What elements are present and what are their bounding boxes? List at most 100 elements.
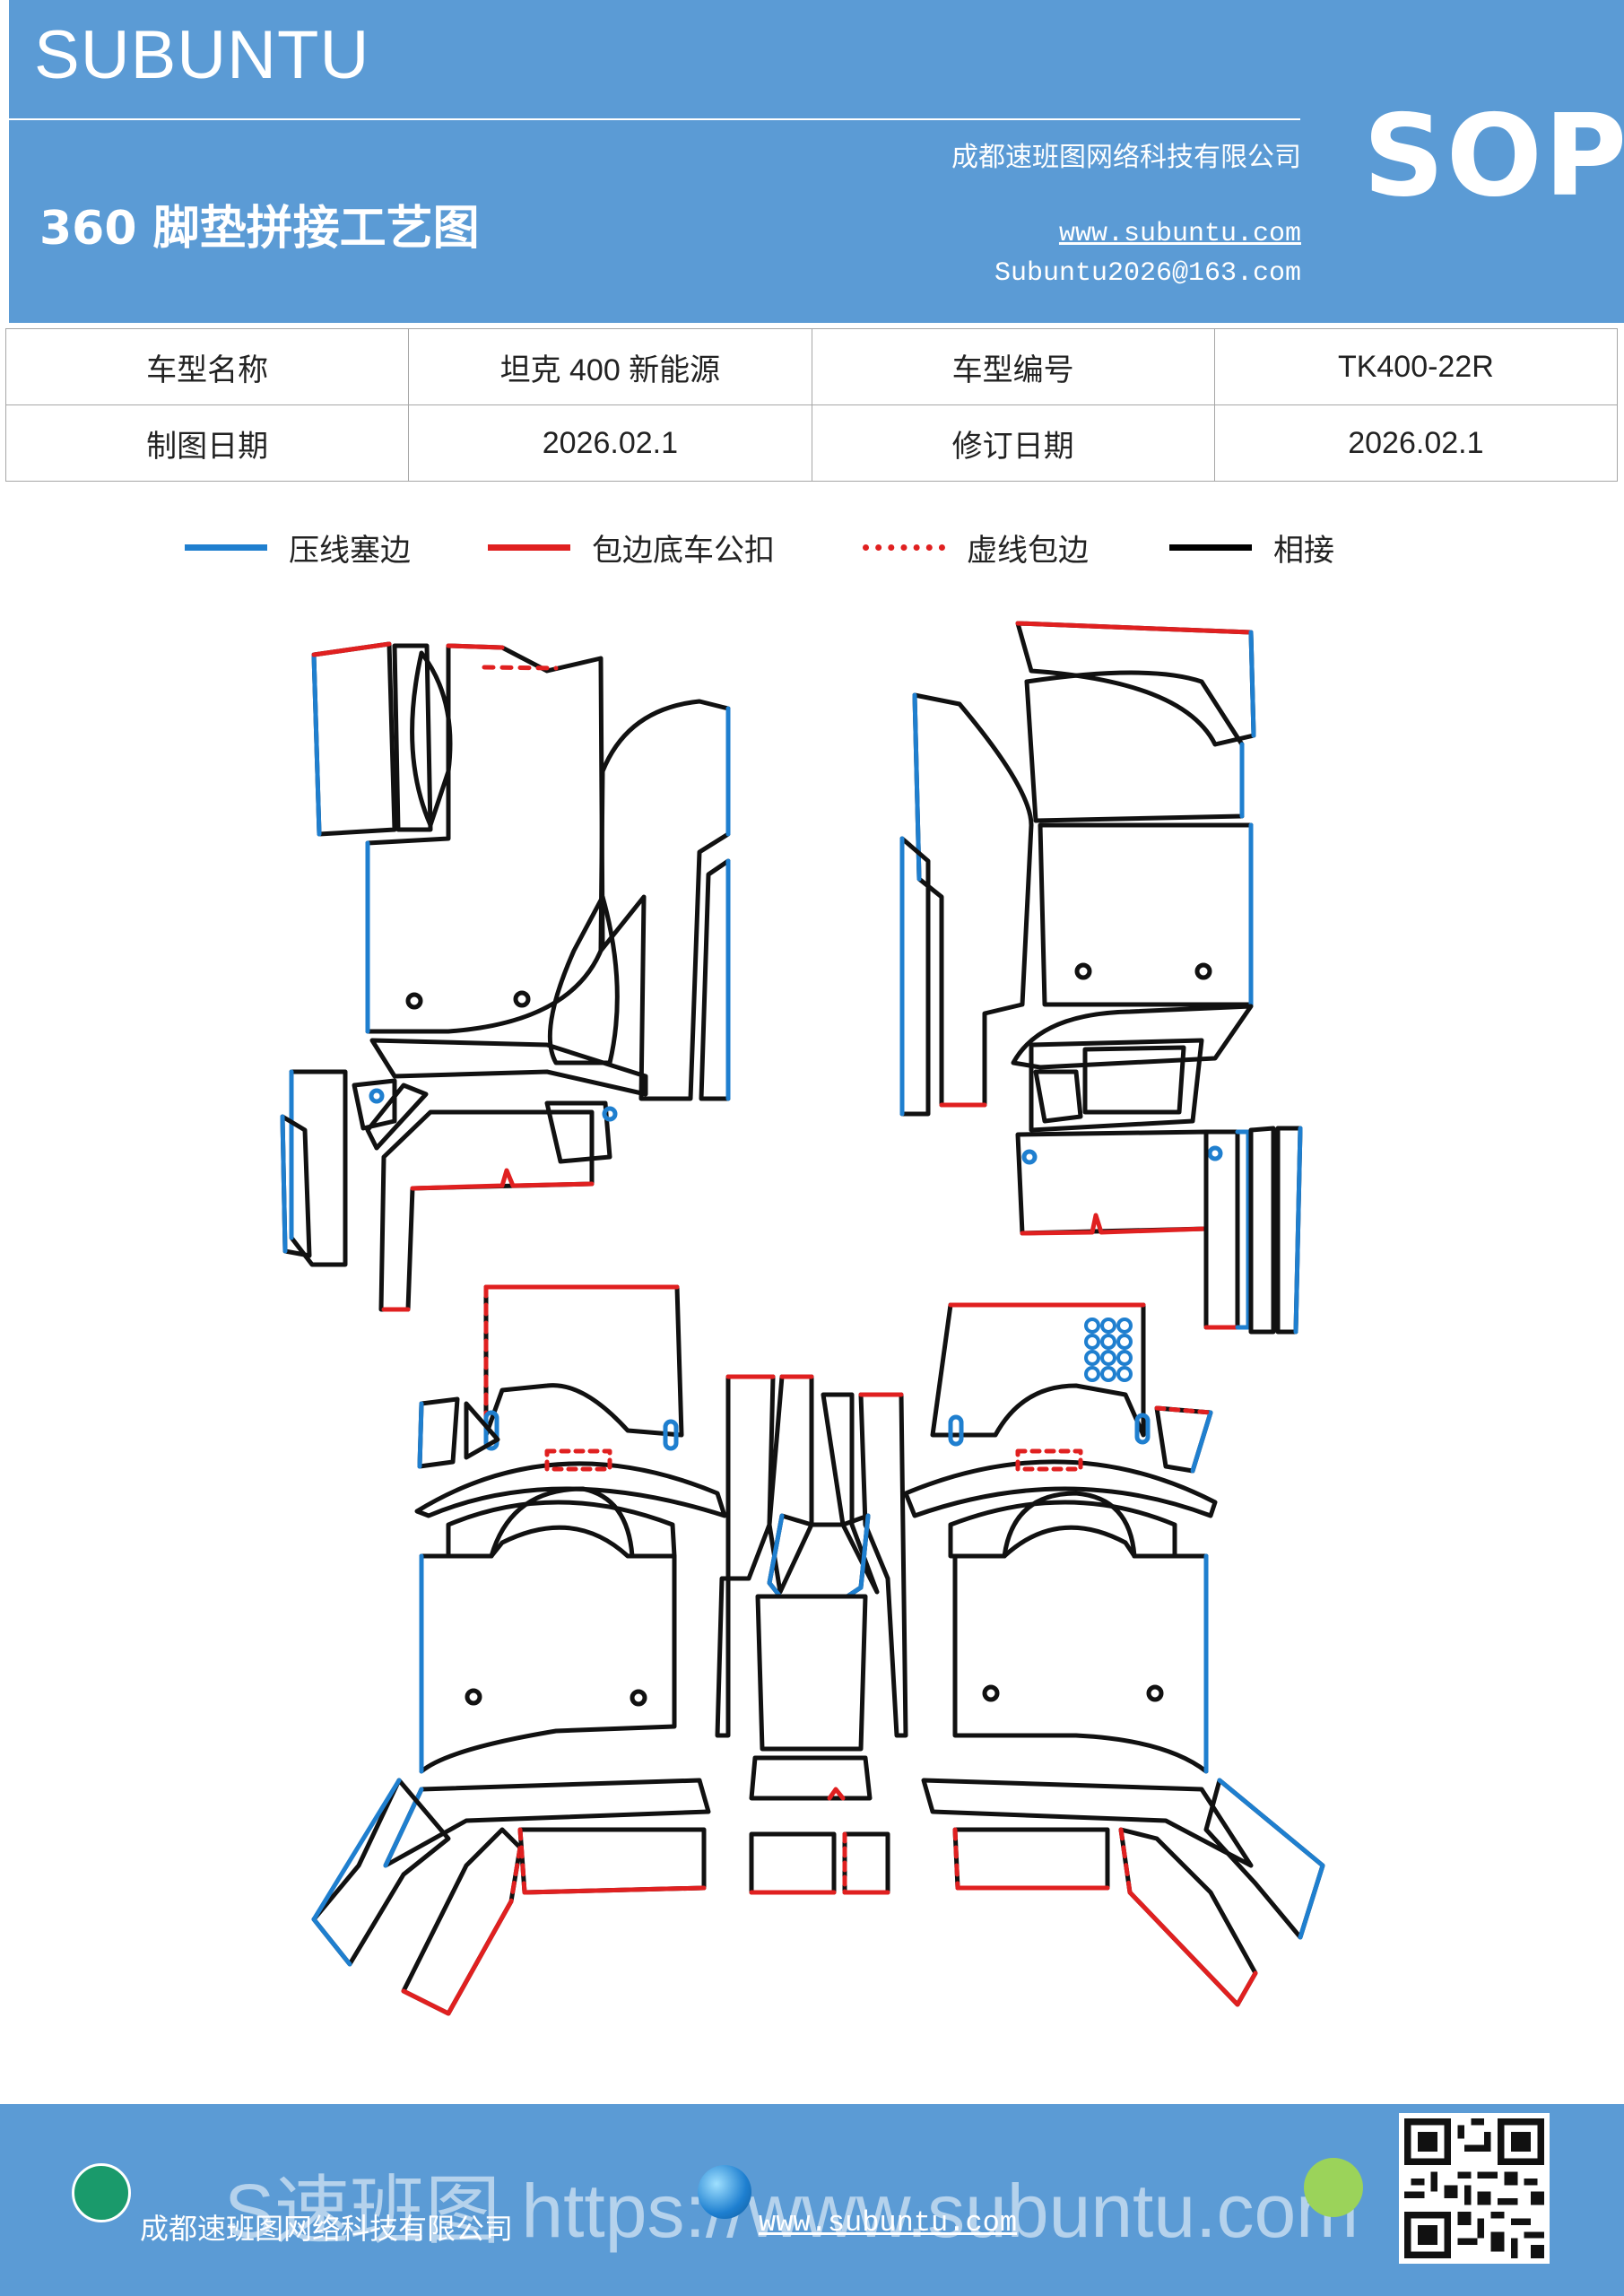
mat-piece: [749, 1831, 837, 1895]
mat-piece: [365, 1083, 429, 1151]
sop-badge: SOP: [1363, 90, 1624, 222]
mat-piece: [1024, 670, 1245, 823]
legend-swatch: [488, 544, 570, 551]
edge-bind: [401, 1899, 514, 2016]
edge-dashed: [1154, 1405, 1213, 1415]
mat-hole: [465, 1688, 482, 1706]
edge-press: [1217, 1778, 1325, 1940]
legend-item: 虚线包边: [863, 520, 1089, 574]
mat-piece: [1203, 1129, 1240, 1330]
mat-piece: [1038, 822, 1254, 1007]
edge-dashed: [952, 1827, 960, 1891]
mat-piece: [544, 1100, 612, 1164]
edge-press: [311, 652, 322, 837]
edge-bind: [1020, 1213, 1209, 1236]
brand-name: SUBUNTU: [34, 17, 370, 93]
mat-piece: [378, 1109, 595, 1312]
edge-dashed: [1015, 1448, 1083, 1472]
edge-bind: [1127, 1890, 1258, 2007]
mat-hole: [630, 1689, 647, 1707]
mat-hole: [1146, 1684, 1164, 1702]
mat-hole: [1074, 962, 1092, 980]
mat-piece: [369, 1038, 648, 1097]
mat-piece: [821, 1392, 880, 1595]
edge-press: [311, 1778, 402, 1967]
mat-hole: [1207, 1145, 1223, 1161]
mat-piece: [1015, 621, 1256, 747]
edge-press: [912, 692, 922, 882]
mat-piece: [749, 1755, 873, 1801]
mat-piece: [598, 699, 731, 1101]
edge-press: [417, 1401, 424, 1469]
mat-piece: [912, 692, 1034, 1108]
mat-piece: [948, 1500, 1177, 1559]
qr-code: [1399, 2113, 1550, 2264]
edge-bind: [311, 641, 392, 657]
legend-item: 包边底车公扣: [488, 520, 775, 574]
mat-hole: [602, 1106, 618, 1122]
edge-bind: [827, 1787, 846, 1801]
legend-swatch: [863, 544, 945, 551]
table-row: 制图日期 2026.02.1 修订日期 2026.02.1: [4, 404, 1619, 482]
mat-piece: [903, 1459, 1218, 1518]
edge-bind: [522, 1885, 707, 1895]
legend-item: 压线塞边: [185, 520, 411, 574]
legend-label: 虚线包边: [967, 532, 1089, 569]
legend-swatch: [185, 544, 267, 551]
mat-slot: [663, 1419, 679, 1451]
edge-bind: [446, 643, 505, 650]
mat-piece: [1015, 1129, 1209, 1236]
mat-piece: [289, 1069, 348, 1267]
legend-swatch: [1169, 544, 1252, 551]
revise-date-label: 修订日期: [811, 404, 1215, 482]
mat-piece: [311, 641, 397, 837]
legend-label: 压线塞边: [289, 532, 411, 569]
website-link[interactable]: www.subuntu.com: [1058, 219, 1301, 249]
mat-hole: [369, 1088, 385, 1104]
mat-piece: [1033, 1069, 1083, 1124]
mat-piece: [699, 858, 731, 1101]
model-code-label: 车型编号: [811, 328, 1215, 405]
mat-hole: [405, 992, 423, 1010]
company-name: 成都速班图网络科技有限公司: [951, 142, 1301, 173]
mat-piece: [952, 1491, 1209, 1774]
footer-watermark: S速班图 https://www.subuntu.com: [224, 2169, 1359, 2253]
edge-dashed: [508, 1845, 523, 1904]
building-icon: [72, 2163, 131, 2222]
mat-piece: [392, 643, 433, 832]
header-divider: [9, 118, 1300, 120]
edge-press: [1235, 1129, 1251, 1330]
edge-dashed: [544, 1448, 612, 1472]
email-address[interactable]: Subuntu2026@163.com: [994, 258, 1301, 289]
edge-press: [1190, 1410, 1213, 1474]
edge-press: [1293, 1126, 1303, 1335]
mat-piece: [483, 1284, 684, 1438]
model-code-value: TK400-22R: [1213, 328, 1619, 405]
header-banner: SUBUNTU 360 脚垫拼接工艺图 成都速班图网络科技有限公司 www.su…: [9, 0, 1624, 323]
mat-piece: [352, 1078, 397, 1131]
footer-website-link[interactable]: www.subuntu.com: [759, 2206, 1018, 2239]
mat-piece: [419, 1486, 677, 1774]
mat-slot: [483, 1410, 499, 1451]
hole-grid: [1084, 1318, 1133, 1382]
mat-piece: [899, 836, 931, 1117]
mat-piece: [464, 1401, 500, 1460]
mat-hole: [1194, 962, 1212, 980]
globe-icon: [698, 2165, 751, 2219]
mat-piece: [417, 1396, 460, 1469]
mat-slot: [948, 1414, 964, 1447]
mat-piece: [365, 643, 605, 1034]
mat-hole: [982, 1684, 1000, 1702]
legend-item: 相接: [1169, 520, 1334, 574]
wechat-icon: [1304, 2158, 1363, 2217]
mat-piece: [715, 1374, 776, 1738]
mat-piece: [921, 1778, 1254, 1868]
edge-dashed: [517, 1827, 527, 1895]
mat-piece: [755, 1594, 868, 1752]
vehicle-info-table: 车型名称 坦克 400 新能源 车型编号 TK400-22R 制图日期 2026…: [4, 328, 1619, 482]
draw-date-label: 制图日期: [4, 404, 410, 482]
edge-dashed: [482, 665, 559, 671]
edge-bind: [410, 1168, 595, 1191]
mat-slot: [1134, 1413, 1151, 1445]
legend-label: 包边底车公扣: [592, 532, 775, 569]
